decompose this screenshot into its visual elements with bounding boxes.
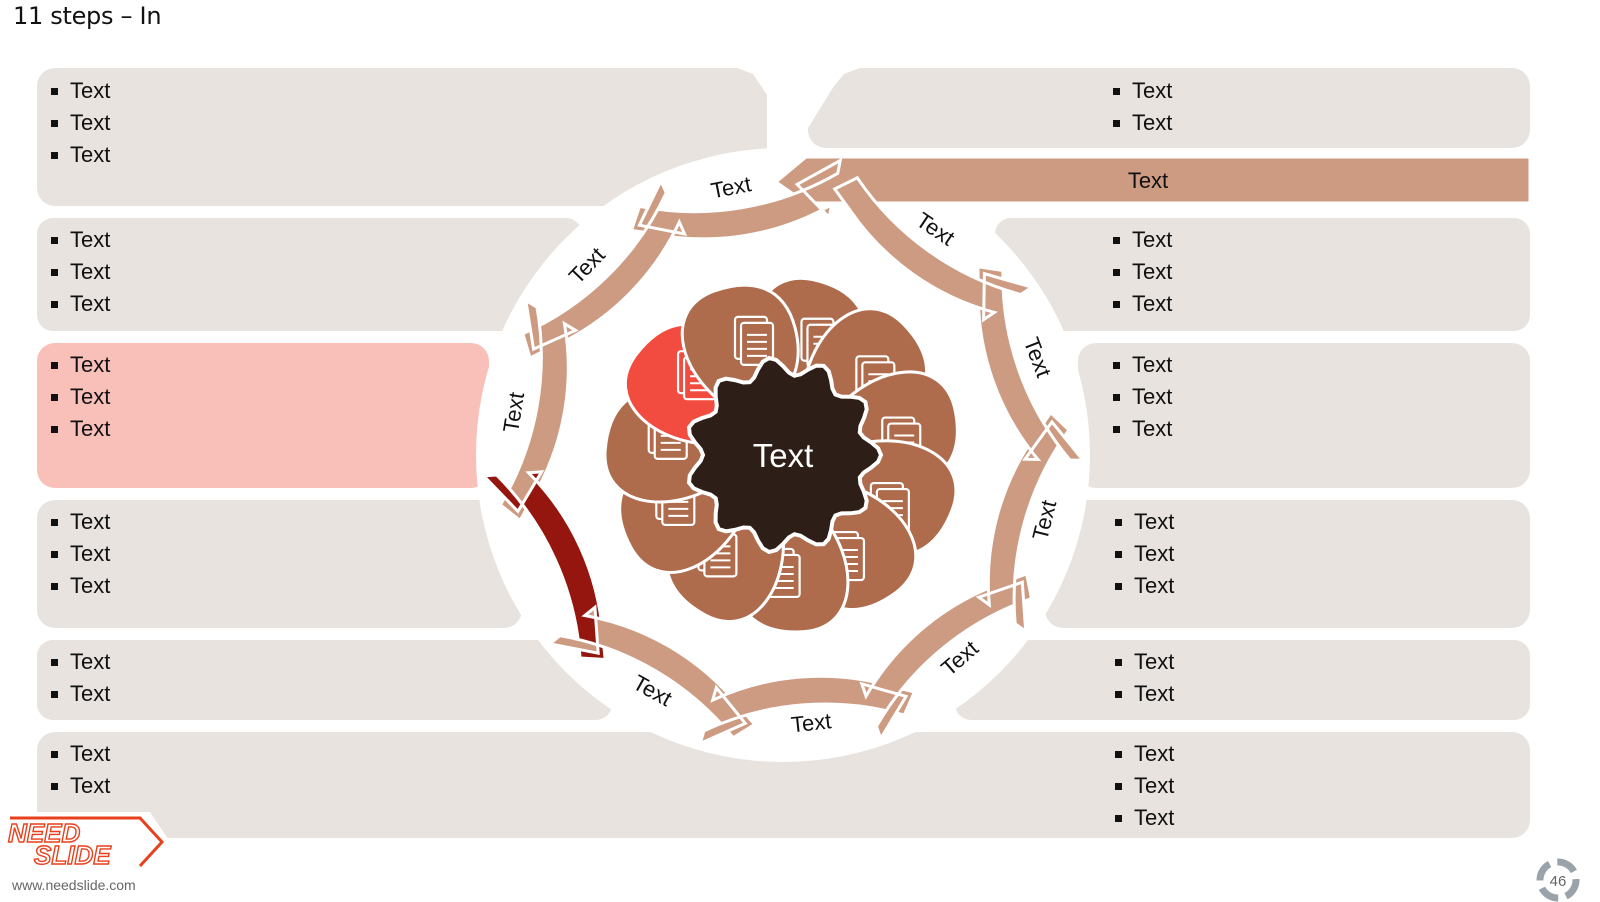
ring-arrow-6 — [697, 674, 917, 747]
right-panel-1 — [808, 68, 1530, 148]
svg-text:NEED: NEED — [8, 818, 80, 848]
ring-arrow-label-3: Text — [498, 390, 529, 434]
needslide-logo: NEED SLIDE — [0, 812, 170, 872]
ring-arrow-2 — [521, 177, 688, 361]
ring-arrow-4 — [480, 470, 607, 662]
bullet-item: Text — [1114, 678, 1174, 710]
bullet-item: Text — [1114, 646, 1174, 678]
page-number: 46 — [1550, 873, 1567, 890]
right-panel-4 — [1045, 500, 1530, 628]
ring-arrow-label-6: Text — [790, 708, 833, 737]
ring-arrow-1 — [629, 157, 843, 241]
bullet-item: Text — [50, 413, 110, 445]
right-panel-3 — [1078, 343, 1530, 488]
ring-arrow-5 — [546, 604, 757, 740]
slide-title: 11 steps – In — [13, 2, 162, 30]
bullet-item: Text — [1114, 506, 1174, 538]
svg-text:SLIDE: SLIDE — [34, 840, 111, 870]
bullet-item: Text — [50, 646, 110, 678]
bullet-item: Text — [50, 107, 110, 139]
bullet-item: Text — [1112, 349, 1172, 381]
bullet-item: Text — [1114, 770, 1174, 802]
left-panel-5 — [37, 640, 612, 720]
bullet-item: Text — [50, 381, 110, 413]
top-banner-label: Text — [1128, 168, 1168, 193]
ring-arrow-10 — [832, 175, 1036, 323]
center-label: Text — [753, 437, 814, 474]
bullet-item: Text — [50, 349, 110, 381]
bullet-item: Text — [50, 738, 110, 770]
page-number-badge: 46 — [1536, 858, 1580, 902]
bullet-item: Text — [1114, 570, 1174, 602]
bullet-item: Text — [1112, 413, 1172, 445]
bullet-item: Text — [50, 678, 110, 710]
bullet-item: Text — [50, 256, 110, 288]
ring-arrow-7 — [859, 571, 1034, 743]
bullet-item: Text — [50, 770, 110, 802]
bullet-item: Text — [1112, 107, 1172, 139]
right-panel-2 — [995, 218, 1530, 331]
bullet-item: Text — [50, 224, 110, 256]
ring-arrow-3 — [498, 297, 579, 523]
ring-arrow-9 — [976, 264, 1087, 462]
left-panel-2 — [37, 218, 582, 331]
bullet-item: Text — [50, 538, 110, 570]
bullet-item: Text — [1114, 538, 1174, 570]
right-panel-5 — [955, 640, 1530, 720]
bullet-item: Text — [50, 139, 110, 171]
bullet-item: Text — [50, 288, 110, 320]
bullet-item: Text — [1114, 738, 1174, 770]
bullet-item: Text — [50, 75, 110, 107]
bullet-item: Text — [1112, 256, 1172, 288]
bullet-item: Text — [50, 506, 110, 538]
left-panel-4 — [37, 500, 522, 628]
calculator-icon — [733, 315, 775, 366]
ring-arrow-8 — [975, 410, 1071, 635]
bullet-item: Text — [50, 570, 110, 602]
bullet-item: Text — [1112, 75, 1172, 107]
left-panel-3-active — [37, 343, 489, 488]
bullet-item: Text — [1112, 224, 1172, 256]
bullet-item: Text — [1114, 802, 1174, 834]
bullet-item: Text — [1112, 381, 1172, 413]
center-star — [686, 355, 884, 555]
bullet-item: Text — [1112, 288, 1172, 320]
website-url: www.needslide.com — [12, 877, 136, 893]
